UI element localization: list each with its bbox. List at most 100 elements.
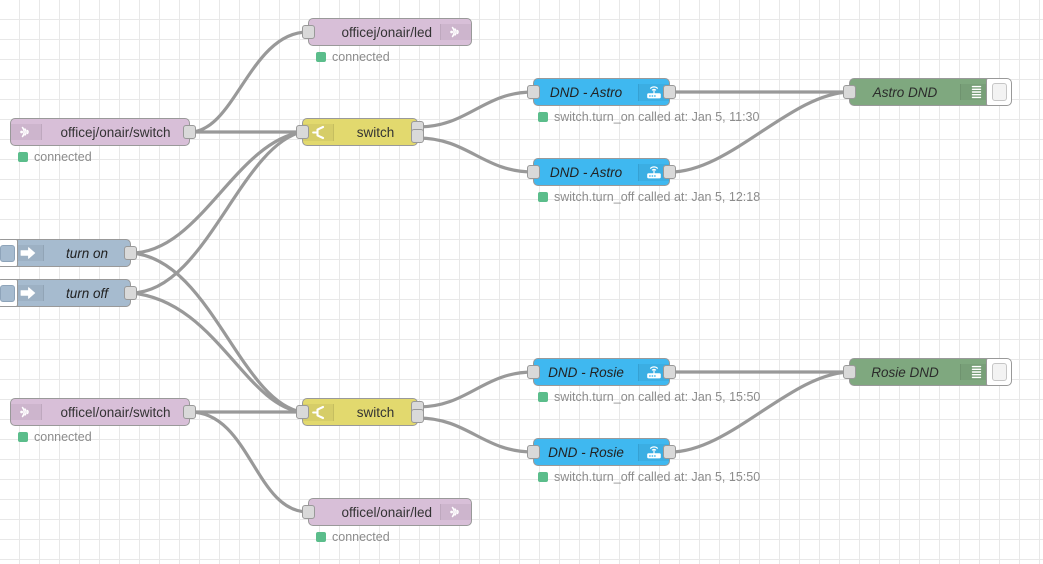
node-status-call-dnd-rosie-off: switch.turn_off called at: Jan 5, 15:50: [538, 470, 760, 484]
wire-switch-top-to-call-dnd-astro-off[interactable]: [416, 136, 535, 174]
node-label: Rosie DND: [871, 364, 939, 380]
mqtt-signal-icon: [11, 124, 42, 140]
node-call-service-dnd-rosie-on[interactable]: DND - Rosie: [527, 358, 676, 386]
output-port[interactable]: [124, 246, 137, 260]
node-label: DND - Astro: [549, 164, 623, 180]
switch-fork-icon: [303, 403, 334, 421]
output-port[interactable]: [124, 286, 137, 300]
wire-mqtt-in-officel-switch-to-mqtt-out-officel-led[interactable]: [188, 410, 310, 514]
wire-mqtt-in-officej-switch-to-mqtt-out-officej-led[interactable]: [188, 30, 310, 134]
mqtt-signal-icon: [440, 504, 471, 520]
node-mqtt-in-officel-switch[interactable]: officel/onair/switch: [10, 398, 196, 426]
input-port[interactable]: [296, 125, 309, 139]
node-status-call-dnd-astro-on: switch.turn_on called at: Jan 5, 11:30: [538, 110, 759, 124]
input-port[interactable]: [302, 505, 315, 519]
node-label: turn on: [65, 245, 109, 261]
node-status-call-dnd-astro-off: switch.turn_off called at: Jan 5, 12:18: [538, 190, 760, 204]
input-port[interactable]: [296, 405, 309, 419]
status-dot-icon: [538, 112, 548, 122]
router-wifi-icon: [638, 443, 669, 461]
output-port[interactable]: [663, 365, 676, 379]
status-dot-icon: [538, 392, 548, 402]
output-port[interactable]: [663, 85, 676, 99]
status-dot-icon: [316, 532, 326, 542]
inject-trigger-button[interactable]: [0, 239, 18, 267]
node-call-service-dnd-astro-on[interactable]: DND - Astro: [527, 78, 676, 106]
status-dot-icon: [18, 432, 28, 442]
status-dot-icon: [316, 52, 326, 62]
router-wifi-icon: [638, 83, 669, 101]
switch-fork-icon: [303, 123, 334, 141]
output-port-2[interactable]: [411, 409, 424, 424]
wire-inject-turn-on-to-switch-top[interactable]: [129, 130, 304, 255]
node-status-mqtt-in-officej-switch: connected: [18, 150, 92, 164]
entity-button-face-icon: [991, 83, 1007, 101]
mqtt-signal-icon: [440, 24, 471, 40]
node-status-mqtt-in-officel-switch: connected: [18, 430, 92, 444]
node-switch-bottom[interactable]: switch: [296, 398, 424, 426]
output-port[interactable]: [663, 165, 676, 179]
node-inject-turn-on[interactable]: turn on: [0, 239, 137, 267]
input-port[interactable]: [843, 85, 856, 99]
node-entity-rosie-dnd[interactable]: Rosie DND: [843, 358, 1012, 386]
node-call-service-dnd-rosie-off[interactable]: DND - Rosie: [527, 438, 676, 466]
input-port[interactable]: [527, 165, 540, 179]
node-switch-top[interactable]: switch: [296, 118, 424, 146]
inject-button-face-icon: [0, 244, 15, 262]
status-text: connected: [332, 530, 390, 544]
status-text: switch.turn_on called at: Jan 5, 11:30: [554, 110, 760, 124]
node-call-service-dnd-astro-off[interactable]: DND - Astro: [527, 158, 676, 186]
node-mqtt-out-officej-led[interactable]: officej/onair/led: [302, 18, 472, 46]
output-port-2[interactable]: [411, 129, 424, 144]
node-label: DND - Astro: [549, 84, 623, 100]
node-label: turn off: [65, 285, 109, 301]
status-dot-icon: [538, 472, 548, 482]
output-port[interactable]: [183, 125, 196, 139]
node-status-call-dnd-rosie-on: switch.turn_on called at: Jan 5, 15:50: [538, 390, 760, 404]
node-entity-astro-dnd[interactable]: Astro DND: [843, 78, 1012, 106]
node-label: switch: [356, 124, 395, 140]
status-text: connected: [34, 430, 92, 444]
status-dot-icon: [538, 192, 548, 202]
list-lines-icon: [960, 84, 991, 100]
wire-inject-turn-off-to-switch-bottom[interactable]: [129, 291, 304, 414]
status-text: switch.turn_off called at: Jan 5, 12:18: [554, 190, 761, 204]
entity-button-face-icon: [991, 363, 1007, 381]
inject-arrow-icon: [13, 285, 44, 301]
node-mqtt-out-officel-led[interactable]: officel/onair/led: [302, 498, 472, 526]
node-status-mqtt-out-officel-led: connected: [316, 530, 390, 544]
output-port[interactable]: [663, 445, 676, 459]
input-port[interactable]: [302, 25, 315, 39]
router-wifi-icon: [638, 363, 669, 381]
node-label: officej/onair/led: [341, 24, 432, 40]
wire-call-dnd-rosie-off-to-entity-rosie-dnd[interactable]: [668, 370, 851, 454]
wire-switch-bottom-to-call-dnd-rosie-off[interactable]: [416, 416, 535, 454]
entity-toggle-button[interactable]: [986, 78, 1012, 106]
inject-trigger-button[interactable]: [0, 279, 18, 307]
node-label: switch: [356, 404, 395, 420]
wire-inject-turn-on-to-switch-bottom[interactable]: [129, 251, 304, 414]
node-label: Astro DND: [872, 84, 938, 100]
input-port[interactable]: [843, 365, 856, 379]
node-label: DND - Rosie: [548, 364, 624, 380]
node-mqtt-in-officej-switch[interactable]: officej/onair/switch: [10, 118, 196, 146]
node-label: DND - Rosie: [548, 444, 624, 460]
wire-inject-turn-off-to-switch-top[interactable]: [129, 130, 304, 295]
node-status-mqtt-out-officej-led: connected: [316, 50, 390, 64]
input-port[interactable]: [527, 365, 540, 379]
entity-toggle-button[interactable]: [986, 358, 1012, 386]
wire-switch-top-to-call-dnd-astro-on[interactable]: [416, 90, 535, 129]
wire-switch-bottom-to-call-dnd-rosie-on[interactable]: [416, 370, 535, 409]
status-dot-icon: [18, 152, 28, 162]
router-wifi-icon: [638, 163, 669, 181]
input-port[interactable]: [527, 445, 540, 459]
inject-button-face-icon: [0, 284, 15, 302]
node-label: officel/onair/switch: [60, 404, 171, 420]
node-label: officel/onair/led: [341, 504, 432, 520]
output-port[interactable]: [183, 405, 196, 419]
node-inject-turn-off[interactable]: turn off: [0, 279, 137, 307]
node-label: officej/onair/switch: [60, 124, 171, 140]
input-port[interactable]: [527, 85, 540, 99]
wire-call-dnd-astro-off-to-entity-astro-dnd[interactable]: [668, 90, 851, 174]
